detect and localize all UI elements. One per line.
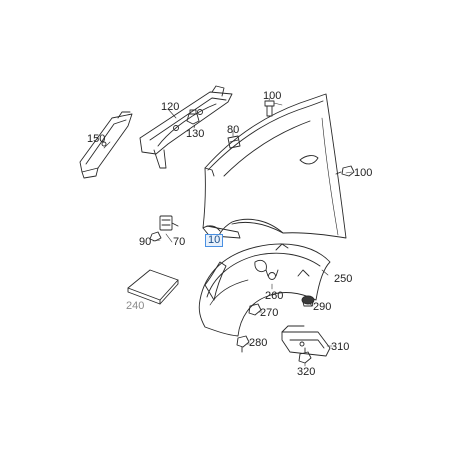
part-label-150: 150 <box>87 133 106 145</box>
part-label-120: 120 <box>161 101 180 113</box>
screw-part-320 <box>298 347 312 364</box>
part-label-240: 240 <box>126 300 145 312</box>
part-label-100-right: 100 <box>354 167 373 179</box>
clip-part-80 <box>227 135 241 149</box>
part-label-280: 280 <box>249 337 268 349</box>
nut-part-90 <box>149 231 162 242</box>
part-label-130: 130 <box>186 128 205 140</box>
bracket-part-150 <box>79 111 133 179</box>
leader-lines <box>103 97 353 367</box>
pad-part-240 <box>127 269 179 305</box>
part-label-290: 290 <box>313 301 332 313</box>
screw-part-260 <box>265 269 279 280</box>
screw-part-270 <box>248 303 262 316</box>
bracket-part-120 <box>139 85 233 169</box>
part-label-260: 260 <box>265 290 284 302</box>
part-label-100-top: 100 <box>263 90 282 102</box>
plug-part-290 <box>301 295 315 307</box>
part-label-80: 80 <box>227 124 240 136</box>
nut-part-130 <box>186 109 200 125</box>
screw-part-100-right <box>335 165 355 177</box>
screw-part-280 <box>236 335 250 353</box>
part-label-270: 270 <box>260 307 279 319</box>
part-label-70: 70 <box>173 236 186 248</box>
part-label-320: 320 <box>297 366 316 378</box>
part-label-90: 90 <box>139 236 152 248</box>
part-label-250: 250 <box>334 273 353 285</box>
clip-part-70 <box>159 215 179 231</box>
fender-part <box>202 93 347 245</box>
bracket-part-310 <box>281 325 331 357</box>
screw-part-100-top <box>264 100 283 117</box>
part-label-310: 310 <box>331 341 350 353</box>
part-label-10-highlighted[interactable]: 10 <box>205 234 224 247</box>
